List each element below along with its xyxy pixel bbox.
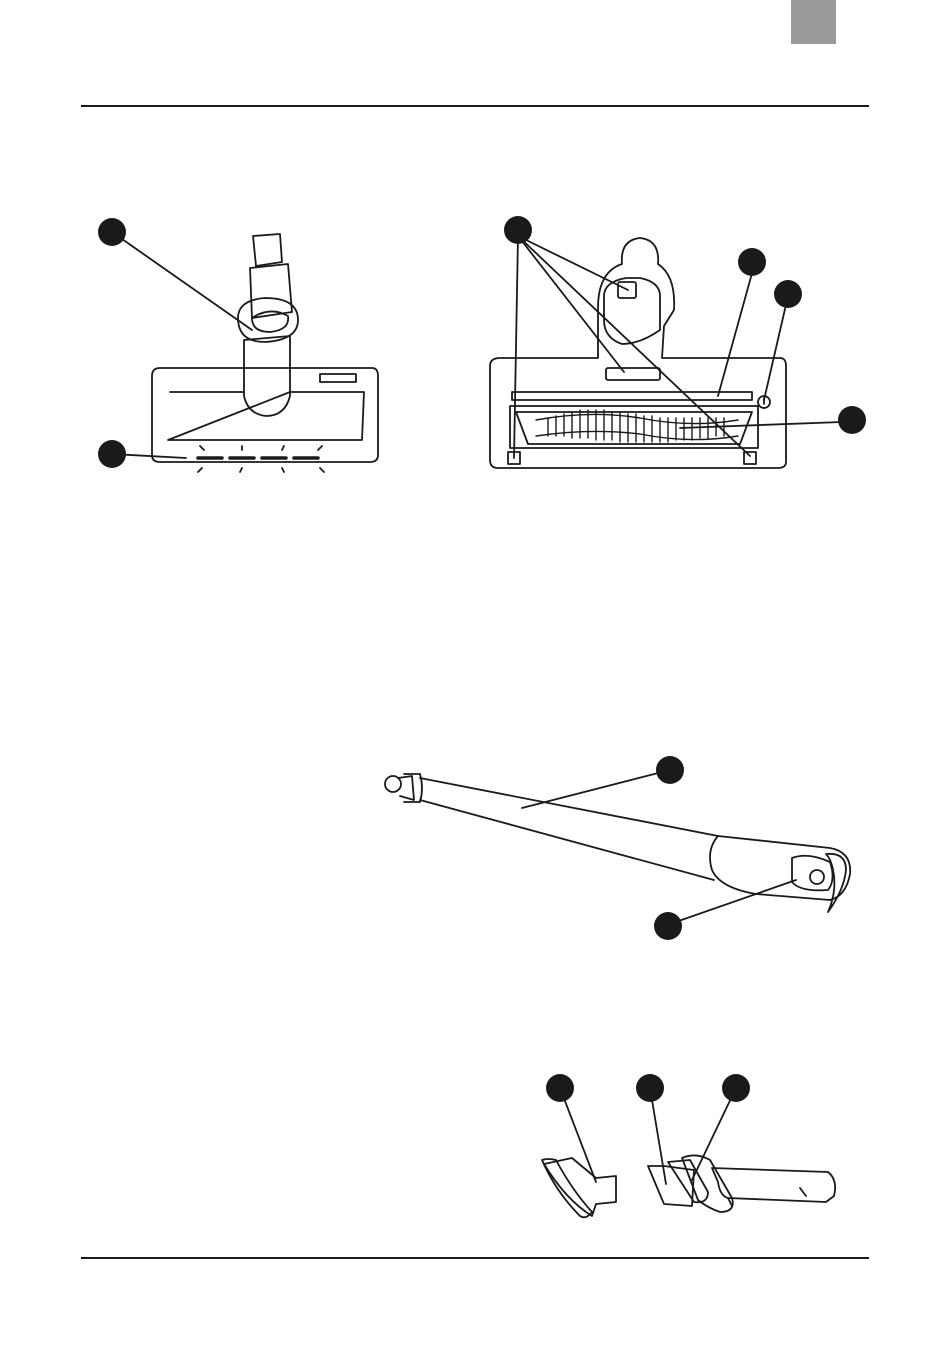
callout-marker (98, 440, 126, 468)
callout-marker (738, 248, 766, 276)
crevice-tool-figure (542, 1088, 835, 1217)
callout-marker (98, 218, 126, 246)
callout-marker (636, 1074, 664, 1102)
callout-marker (656, 756, 684, 784)
floor-head-underside-figure (490, 236, 842, 468)
callout-marker (546, 1074, 574, 1102)
extension-tube-figure (385, 770, 850, 924)
callout-markers (98, 216, 866, 1102)
callout-marker (504, 216, 532, 244)
floor-head-front-figure (112, 232, 378, 472)
callout-marker (838, 406, 866, 434)
callout-marker (722, 1074, 750, 1102)
callout-marker (774, 280, 802, 308)
callout-marker (654, 912, 682, 940)
